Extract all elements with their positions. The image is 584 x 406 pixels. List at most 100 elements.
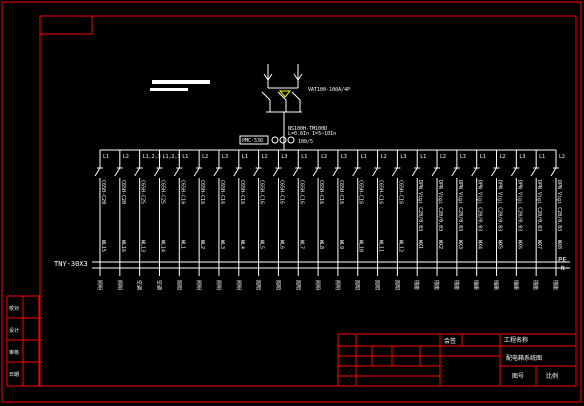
load-label: 照明: [393, 280, 399, 290]
load-label: 照明: [175, 280, 181, 290]
title-drawing-no: 图号: [512, 373, 524, 380]
breaker-label: C65H-C16: [338, 180, 344, 204]
breaker-contact: [431, 167, 438, 177]
stamp-row-3: 审核: [9, 349, 19, 356]
title-header-left: 会签: [444, 337, 456, 345]
load-label: 插座: [413, 280, 420, 290]
breaker-label: DPN Vigi C20/0.03: [516, 180, 522, 231]
breaker-contact: [134, 167, 141, 177]
load-label: 照明: [235, 280, 241, 290]
circuit-id: WL14: [159, 240, 165, 252]
breaker-label: C65H-C25: [159, 180, 165, 204]
meter-label-2: L=0.8In I=5~10In: [288, 131, 336, 137]
breaker-label: C65H-C16: [358, 180, 364, 204]
breaker-contact: [510, 167, 517, 177]
main-switch-label: VAT100-100A/4P: [308, 87, 350, 93]
breaker-label: C65H-C16: [378, 180, 384, 204]
incoming-feeders: [263, 64, 303, 89]
title-block: [337, 333, 577, 387]
phase-label: L1: [420, 154, 426, 160]
circuit-id: WX7: [536, 240, 542, 249]
breaker-label: C65H-C16: [259, 180, 265, 204]
breaker-contact: [292, 167, 299, 177]
breaker-label: C65H-C16: [318, 180, 324, 204]
phase-label: L1: [242, 154, 248, 160]
breaker-label: C65H-C16: [239, 180, 245, 204]
load-label: 照明: [374, 280, 380, 290]
phase-label: L1: [539, 154, 545, 160]
breaker-label: DPN Vigi C20/0.03: [497, 180, 503, 231]
load-label: 插座: [532, 280, 539, 290]
stamp-row-1: 校对: [9, 305, 19, 312]
phase-label: L1: [480, 154, 486, 160]
breaker-contact: [154, 167, 160, 177]
circuit-id: WL6: [278, 240, 284, 249]
load-label: 插座: [552, 280, 559, 290]
circuit-id: WL12: [397, 240, 403, 252]
phase-label: L2: [202, 154, 208, 160]
stamp-row-4: 日期: [9, 372, 19, 378]
left-stamp: [6, 295, 40, 387]
phase-label: L1: [103, 154, 109, 160]
phase-label: L3: [400, 154, 406, 160]
circuit-id: WX2: [437, 240, 443, 249]
breaker-label: C65H-C16: [397, 180, 403, 204]
breaker-label: DPN Vigi C20/0.03: [477, 180, 483, 231]
meter-panel-box: [239, 135, 269, 145]
busbar-label: TNY-30X3: [54, 260, 88, 268]
load-label: 照明: [116, 280, 122, 290]
breaker-label: C65H-C16: [199, 180, 205, 204]
circuit-id: WX3: [457, 240, 463, 249]
circuit-id: WL7: [298, 240, 304, 249]
circuit-id: WL1: [179, 240, 185, 249]
circuit-id: WL16: [120, 240, 126, 252]
circuit-id: WL4: [239, 240, 245, 249]
circuit-id: WX5: [497, 240, 503, 249]
load-label: 照明: [334, 280, 340, 290]
stamp-row-2: 设计: [9, 327, 19, 334]
breaker-contact: [273, 167, 279, 177]
load-label: 照明: [215, 280, 221, 290]
drawing-subtitle-bar: [150, 88, 188, 91]
pe-label: PE: [558, 256, 566, 264]
breaker-label: C65H-C16: [219, 180, 225, 204]
phase-label: L2: [500, 154, 506, 160]
breaker-contact: [312, 167, 319, 177]
breaker-label: DPN Vigi C20/0.03: [417, 180, 423, 231]
breaker-label: C65H-C20: [100, 180, 106, 204]
load-label: 空调: [155, 280, 162, 290]
breaker-contact: [193, 167, 200, 177]
phase-label: L2: [321, 154, 327, 160]
breaker-label: C65H-C25: [140, 180, 146, 204]
phase-label: L1: [301, 154, 307, 160]
phase-label: L1: [182, 154, 188, 160]
load-label: 照明: [255, 280, 261, 290]
circuit-id: WX4: [477, 240, 483, 249]
load-label: 插座: [512, 280, 519, 290]
load-label: 插座: [453, 280, 460, 290]
circuit-id: WX8: [556, 240, 562, 249]
phase-label: L3: [281, 154, 287, 160]
phase-label: L1,2,3: [143, 154, 161, 160]
title-scale: 比例: [546, 372, 558, 380]
breaker-contact: [411, 167, 418, 177]
breaker-label: DPN Vigi C20/0.03: [457, 180, 463, 231]
